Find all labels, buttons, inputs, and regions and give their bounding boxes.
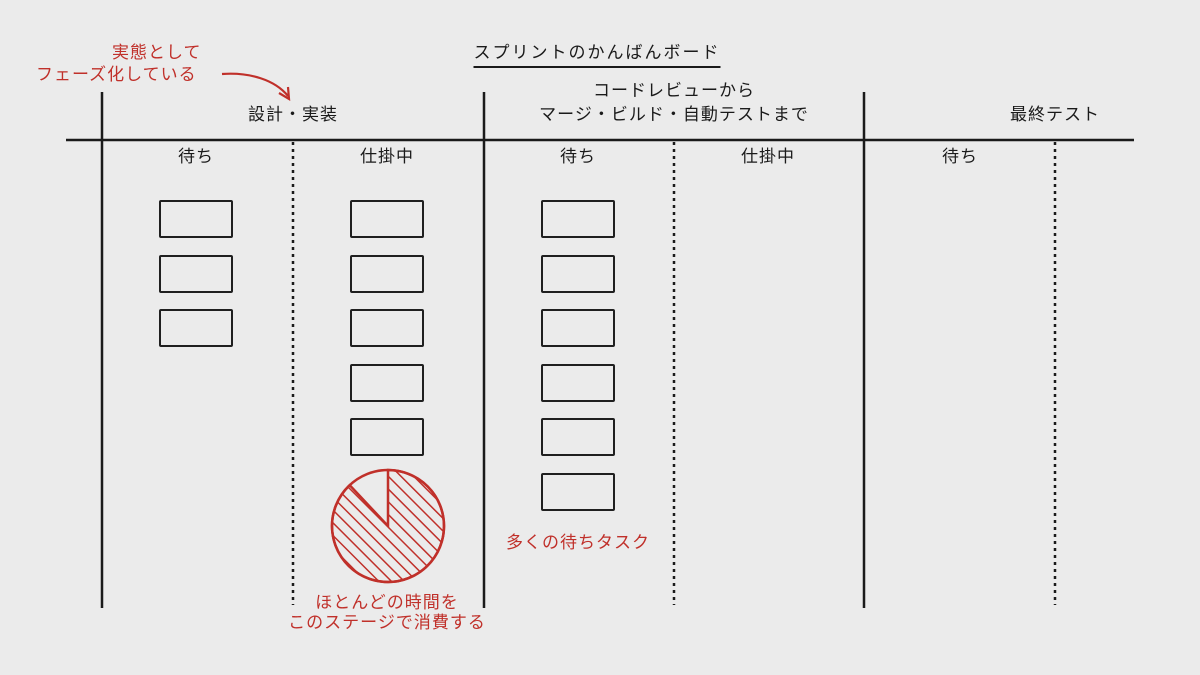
time-share-pie xyxy=(330,468,446,584)
stage-label-review-line1: コードレビューから xyxy=(593,81,755,101)
phase-note-line2: フェーズ化している xyxy=(36,65,197,85)
task-card xyxy=(159,309,233,347)
task-card xyxy=(350,363,424,402)
task-card xyxy=(350,418,424,456)
column-label-final-waiting: 待ち xyxy=(942,147,978,167)
phase-note-arrow xyxy=(221,72,289,97)
phase-note-arrowhead xyxy=(278,86,291,102)
column-label-review-waiting: 待ち xyxy=(560,147,596,167)
task-card xyxy=(541,418,615,456)
task-card xyxy=(541,309,615,347)
task-card xyxy=(350,254,424,293)
task-card xyxy=(159,254,233,293)
stage-label-final-test: 最終テスト xyxy=(1010,105,1100,125)
task-card xyxy=(159,200,233,238)
pie-outline xyxy=(330,468,446,584)
column-label-design-waiting: 待ち xyxy=(178,147,214,167)
column-label-review-wip: 仕掛中 xyxy=(741,147,795,167)
column-label-design-wip: 仕掛中 xyxy=(360,147,414,167)
waiting-tasks-note: 多くの待ちタスク xyxy=(506,533,650,553)
board-title: スプリントのかんばんボード xyxy=(473,38,721,68)
time-note-line2: このステージで消費する xyxy=(288,613,486,633)
time-note-line1: ほとんどの時間を xyxy=(315,593,459,613)
task-card xyxy=(541,254,615,293)
task-card xyxy=(541,200,615,238)
task-card xyxy=(541,363,615,402)
stage-label-design-impl: 設計・実装 xyxy=(248,105,338,125)
task-card xyxy=(350,309,424,347)
stage-label-review-line2: マージ・ビルド・自動テストまで xyxy=(539,105,809,125)
task-card xyxy=(350,200,424,238)
task-card xyxy=(541,472,615,511)
phase-note-line1: 実態として xyxy=(112,43,202,63)
